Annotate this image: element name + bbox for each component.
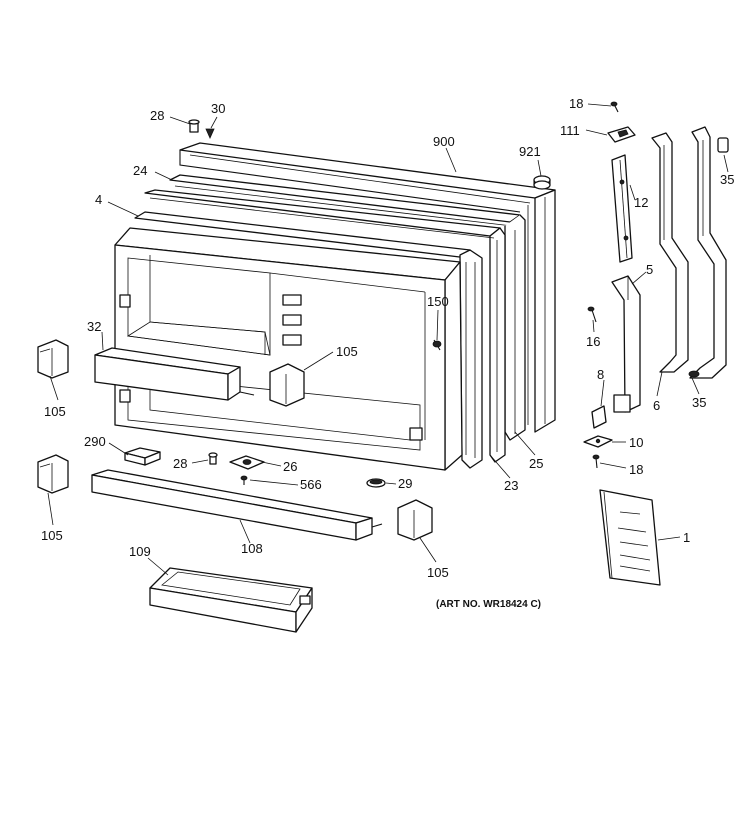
end-cap-105-left-top bbox=[37, 339, 69, 379]
end-cap-105-bottom bbox=[397, 499, 433, 541]
label-23: 23 bbox=[504, 478, 518, 493]
end-cap-35 bbox=[717, 137, 729, 153]
label-29: 29 bbox=[398, 476, 412, 491]
handle-bar-6 bbox=[651, 132, 689, 373]
label-18-top: 18 bbox=[569, 96, 583, 111]
label-18-bottom: 18 bbox=[629, 462, 643, 477]
label-921: 921 bbox=[519, 144, 541, 159]
label-1: 1 bbox=[683, 530, 690, 545]
end-cap-105-center bbox=[269, 363, 305, 407]
label-290: 290 bbox=[84, 434, 106, 449]
screw-18-top bbox=[610, 101, 619, 113]
label-32: 32 bbox=[87, 319, 101, 334]
label-105-center: 105 bbox=[336, 344, 358, 359]
shelf-bar-32 bbox=[94, 347, 255, 401]
screw-30 bbox=[205, 128, 215, 139]
label-28-top: 28 bbox=[150, 108, 164, 123]
label-150: 150 bbox=[427, 294, 449, 309]
plug-29 bbox=[366, 478, 386, 488]
hinge-bracket-12 bbox=[611, 154, 633, 263]
handle-mount-5 bbox=[611, 275, 641, 413]
label-109: 109 bbox=[129, 544, 151, 559]
manual-booklet-1 bbox=[599, 489, 661, 586]
screw-16 bbox=[587, 306, 597, 323]
plate-26 bbox=[229, 455, 265, 470]
screw-28-mid bbox=[208, 452, 218, 465]
label-8: 8 bbox=[597, 367, 604, 382]
label-5: 5 bbox=[646, 262, 653, 277]
label-105-left-bottom: 105 bbox=[41, 528, 63, 543]
label-30: 30 bbox=[211, 101, 225, 116]
clip-8 bbox=[591, 405, 607, 429]
shim-290 bbox=[124, 447, 161, 466]
door-outer-panel bbox=[179, 142, 556, 433]
door-liner-4 bbox=[134, 211, 483, 469]
screw-566 bbox=[240, 475, 248, 485]
label-105-left-top: 105 bbox=[44, 404, 66, 419]
label-108: 108 bbox=[241, 541, 263, 556]
art-number: (ART NO. WR18424 C) bbox=[436, 599, 541, 610]
door-gasket-outer bbox=[144, 189, 506, 463]
callout-labels: 28 30 900 921 18 111 12 35 24 4 5 16 150… bbox=[41, 96, 734, 610]
label-26: 26 bbox=[283, 459, 297, 474]
label-16: 16 bbox=[586, 334, 600, 349]
door-inner-liner bbox=[114, 227, 463, 471]
label-6: 6 bbox=[653, 398, 660, 413]
label-35-top: 35 bbox=[720, 172, 734, 187]
label-111: 111 bbox=[560, 123, 580, 138]
door-gasket-24 bbox=[169, 174, 526, 441]
bracket-10 bbox=[583, 435, 613, 448]
end-cap-105-left-bottom bbox=[37, 454, 69, 494]
screw-18-bottom bbox=[592, 454, 600, 469]
screw-150 bbox=[432, 339, 442, 351]
label-35-bottom: 35 bbox=[692, 395, 706, 410]
cap-921 bbox=[533, 175, 551, 190]
label-105-bottom: 105 bbox=[427, 565, 449, 580]
label-25: 25 bbox=[529, 456, 543, 471]
hinge-cap-111 bbox=[607, 126, 636, 143]
label-900: 900 bbox=[433, 134, 455, 149]
label-10: 10 bbox=[629, 435, 643, 450]
label-4: 4 bbox=[95, 192, 102, 207]
handle-bar-35 bbox=[688, 126, 727, 379]
door-bin-109 bbox=[149, 567, 313, 633]
shelf-bar-108 bbox=[91, 469, 383, 541]
label-28-mid: 28 bbox=[173, 456, 187, 471]
label-566: 566 bbox=[300, 477, 322, 492]
label-24: 24 bbox=[133, 163, 147, 178]
leader-lines bbox=[47, 103, 729, 576]
label-12: 12 bbox=[634, 195, 648, 210]
screw-28-top bbox=[188, 119, 200, 133]
